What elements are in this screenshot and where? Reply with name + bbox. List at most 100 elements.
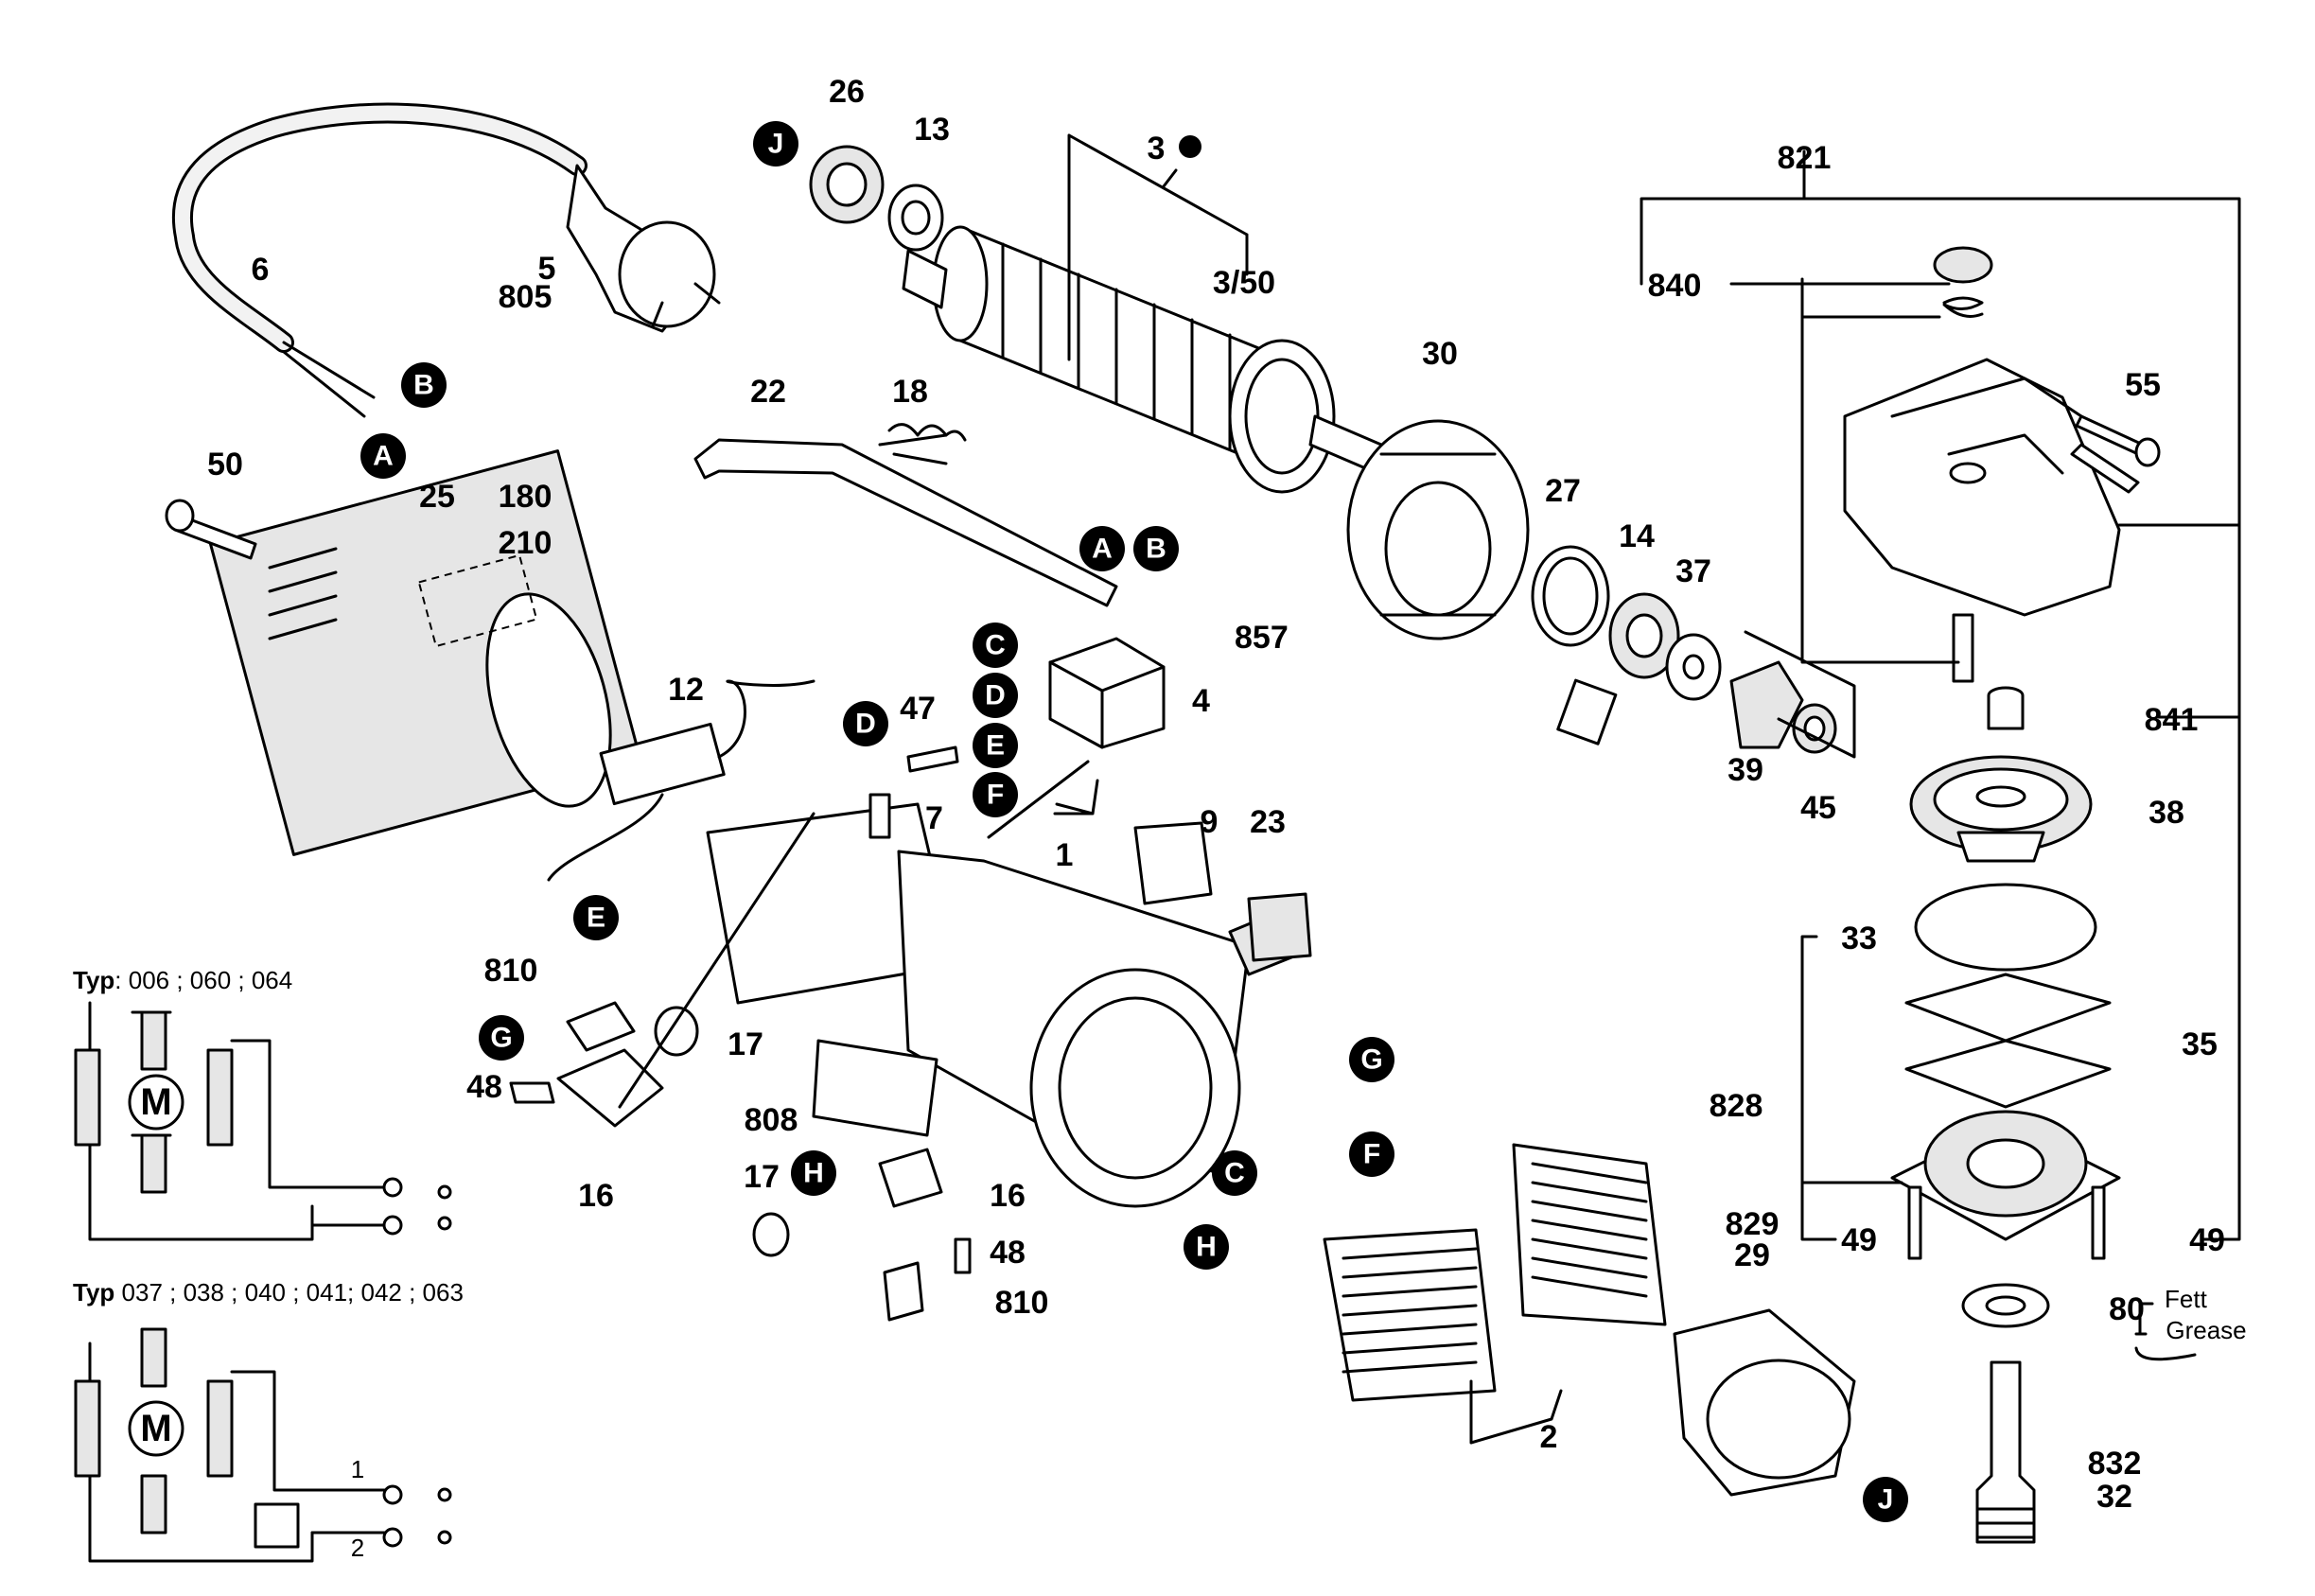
label-841: 841 <box>2145 702 2199 738</box>
marker-F-switch: F <box>973 772 1018 817</box>
spring-840 <box>1942 296 1984 318</box>
label-47: 47 <box>900 691 936 727</box>
label-39: 39 <box>1727 752 1763 788</box>
bearing-tag <box>1556 678 1618 745</box>
pinion-39 <box>1729 660 1804 749</box>
armature <box>902 225 1383 494</box>
label-3-50: 3/50 <box>1213 265 1275 301</box>
marker-G-brush: G <box>479 1015 524 1061</box>
gear-housing <box>1843 358 2140 617</box>
screw-47 <box>906 745 959 773</box>
screw-50-head <box>165 499 195 533</box>
svg-text:C: C <box>1224 1158 1245 1189</box>
switch-4 <box>1048 637 1166 749</box>
label-1: 1 <box>1056 837 1074 873</box>
label-48-bottom: 48 <box>990 1235 1026 1271</box>
switch-rod-22 <box>693 438 1118 607</box>
marker-B-switch: B <box>1133 526 1179 571</box>
marker-J-nose: J <box>1863 1477 1908 1522</box>
typ-heading-1: Typ: 006 ; 060 ; 064 <box>73 966 292 994</box>
label-23: 23 <box>1250 804 1286 840</box>
wiring-schematic-1 <box>74 1001 452 1241</box>
switch-rod-22-detail <box>878 433 948 465</box>
gasket-35b <box>1904 1039 2112 1109</box>
o-ring-33 <box>1914 883 2097 972</box>
svg-text:J: J <box>1878 1484 1894 1516</box>
label-17-bottom: 17 <box>744 1159 780 1195</box>
label-7: 7 <box>925 800 943 836</box>
bearing-flange-828 <box>1890 1110 2121 1241</box>
label-38: 38 <box>2148 795 2184 831</box>
bevel-gear-38 <box>1909 755 2093 863</box>
label-210: 210 <box>499 525 552 561</box>
label-29: 29 <box>1734 1237 1770 1273</box>
svg-text:E: E <box>986 730 1005 762</box>
bracket-840 <box>1729 277 1960 664</box>
svg-text:A: A <box>1092 534 1113 565</box>
svg-text:G: G <box>490 1023 512 1054</box>
ring-27-inner <box>1542 556 1599 636</box>
label-5: 5 <box>538 251 556 287</box>
label-832: 832 <box>2088 1446 2142 1482</box>
label-35: 35 <box>2182 1026 2218 1062</box>
marker-G-field: G <box>1349 1037 1394 1082</box>
svg-text:A: A <box>373 441 394 472</box>
svg-text:F: F <box>1363 1139 1380 1170</box>
assembly-lines <box>618 760 1090 1109</box>
bracket-821-ticks <box>2117 523 2241 719</box>
label-22: 22 <box>750 374 786 410</box>
grease-curve-icon <box>2134 1346 2197 1361</box>
power-cord <box>171 102 721 418</box>
label-810-top: 810 <box>484 953 538 989</box>
label-805: 805 <box>499 279 552 315</box>
marker-E-switch: E <box>973 723 1018 768</box>
label-3: 3 <box>1148 131 1166 167</box>
bracket-2 <box>1469 1379 1563 1445</box>
plate-9 <box>1133 821 1213 905</box>
label-2: 2 <box>1540 1419 1558 1455</box>
label-50: 50 <box>207 447 243 482</box>
label-18: 18 <box>892 374 928 410</box>
brush-holder-16a <box>556 1001 699 1128</box>
capacitor-12-lead-a <box>717 679 816 759</box>
screw-48a <box>509 1081 555 1104</box>
motor-housing-1 <box>706 802 1298 1208</box>
grease-label-fett: Fett <box>2165 1285 2208 1313</box>
label-27: 27 <box>1545 473 1581 509</box>
svg-text:B: B <box>413 370 434 401</box>
svg-text:D: D <box>985 680 1006 711</box>
label-16-right: 16 <box>990 1178 1026 1214</box>
leader-3 <box>1162 168 1178 188</box>
marker-H-brush: H <box>791 1150 836 1196</box>
label-180-210-area <box>417 553 538 648</box>
marker-H-field: H <box>1184 1224 1229 1270</box>
label-55: 55 <box>2125 367 2161 403</box>
label-37: 37 <box>1675 553 1711 589</box>
svg-text:B: B <box>1146 534 1166 565</box>
wiring-schematic-2 <box>74 1327 452 1563</box>
nose-29 <box>1673 1308 1856 1497</box>
spindle-32 <box>1975 1360 2036 1544</box>
bearing-13 <box>887 184 944 252</box>
label-49-left: 49 <box>1841 1222 1877 1258</box>
label-821: 821 <box>1778 140 1832 176</box>
svg-text:H: H <box>803 1158 824 1189</box>
label-4: 4 <box>1192 683 1210 719</box>
label-12: 12 <box>668 672 704 708</box>
svg-text:F: F <box>987 780 1004 811</box>
label-810-bottom: 810 <box>995 1285 1049 1321</box>
label-857: 857 <box>1235 620 1289 656</box>
marker-B-cord: B <box>401 362 447 408</box>
svg-text:G: G <box>1360 1044 1382 1076</box>
cap-840 <box>1933 246 1993 284</box>
bush-841 <box>1987 686 2025 730</box>
button-23 <box>1247 892 1312 962</box>
screw-48b <box>954 1237 972 1274</box>
label-49-right: 49 <box>2189 1222 2225 1258</box>
label-13: 13 <box>914 112 950 148</box>
marker-F-field: F <box>1349 1131 1394 1177</box>
label-829: 829 <box>1726 1206 1780 1242</box>
cover-25-vents <box>268 547 338 640</box>
washer-80 <box>1961 1283 2050 1328</box>
